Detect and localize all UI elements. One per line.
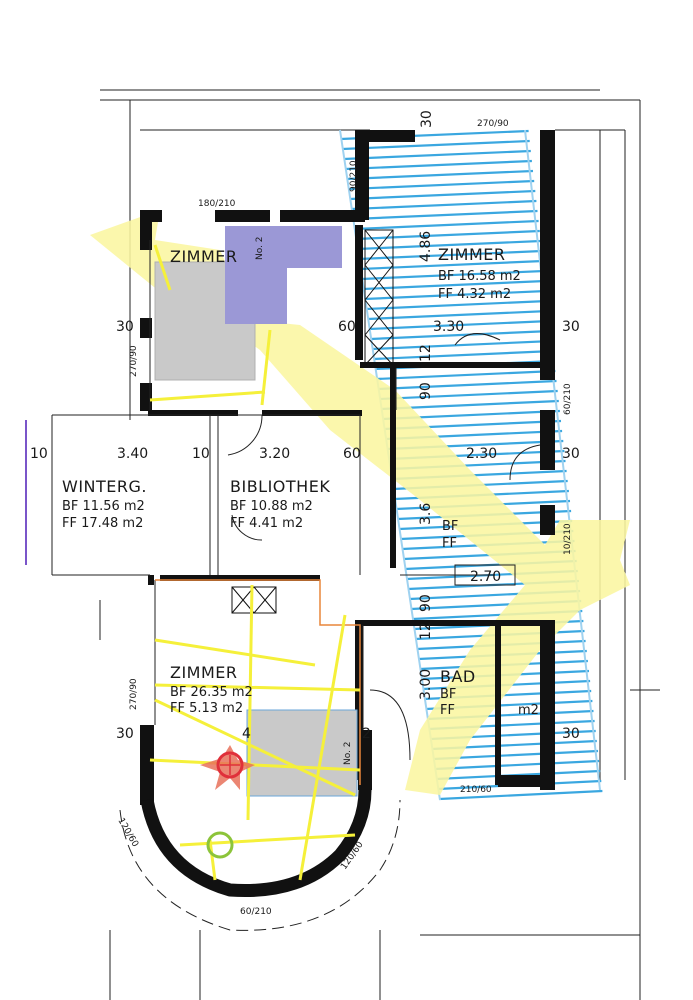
room-bibliothek-bf: BF 10.88 m2 — [230, 499, 313, 514]
hatch-line — [378, 379, 557, 391]
green-ring-marker — [206, 831, 234, 859]
hatch-line — [354, 219, 539, 231]
room-bibliothek-name: BIBLIOTHEK — [230, 477, 330, 496]
dim-left-30-b: 30 — [116, 726, 134, 742]
dim-left-30: 30 — [116, 319, 134, 335]
hatch-line — [348, 179, 535, 191]
room-bad-ff: FF — [440, 703, 455, 718]
dim-vert-90-210: 90/210 — [349, 160, 359, 192]
dim-door-180-210: 180/210 — [198, 199, 236, 209]
dim-left-270-90: 270/90 — [129, 345, 139, 377]
hatch-line — [342, 139, 530, 151]
room-bad-bf: BF — [440, 687, 456, 702]
hatch-line — [351, 199, 537, 211]
dim-v-36: 3.6 — [418, 503, 434, 525]
dim-top-30: 30 — [419, 110, 435, 128]
dim-width-330: 3.30 — [433, 319, 464, 335]
room-zimmer-ne-name: ZIMMER — [438, 245, 506, 264]
hatch-line — [352, 209, 538, 221]
hatch-line — [346, 169, 534, 181]
shaft-cross — [231, 229, 394, 614]
outer-frame-lines — [99, 89, 660, 1000]
dim-mid-60: 60 — [338, 319, 356, 335]
lower-block-label: No. 2 — [343, 741, 353, 765]
hatch-line — [364, 289, 547, 301]
walls — [140, 130, 555, 805]
dim-left-270-90-b: 270/90 — [129, 678, 139, 710]
interior-thin-lines — [51, 240, 541, 761]
hatch-line — [361, 269, 545, 281]
dim-320: 3.20 — [259, 446, 290, 462]
room-zimmer-nw-name: ZIMMER — [170, 247, 238, 266]
hatch-edge — [524, 129, 601, 791]
room-zimmer-sw-bf: BF 26.35 m2 — [170, 685, 253, 700]
upper-block-label: No. 2 — [255, 236, 265, 260]
dim-v-12-a: 12 — [418, 344, 434, 362]
hatch-line — [369, 319, 550, 331]
dim-right-30-c: 30 — [562, 726, 580, 742]
hatch-line — [357, 239, 541, 251]
hatch-line — [366, 299, 548, 311]
yellow-lines — [149, 244, 361, 881]
room-winterg-bf: BF 11.56 m2 — [62, 499, 145, 514]
dim-210-60: 210/60 — [460, 785, 492, 795]
dim-230: 2.30 — [466, 446, 497, 462]
dim-10-mid: 10 — [192, 446, 210, 462]
dim-zimmer-ne-486: 4.86 — [418, 231, 434, 262]
dim-v-300: 3.00 — [418, 669, 434, 700]
red-ring-marker — [216, 751, 244, 779]
dim-right-30-b: 30 — [562, 446, 580, 462]
purple-block-ext — [287, 226, 342, 268]
dim-2: 2 — [362, 726, 371, 742]
orange-room-outline — [155, 579, 361, 785]
hatch-line — [372, 339, 553, 351]
dim-v-90-a: 90 — [418, 382, 434, 400]
hatch-line — [433, 749, 599, 761]
hatch-line — [358, 249, 543, 261]
room-winterg-ff: FF 17.48 m2 — [62, 516, 143, 531]
hatch-line — [373, 349, 554, 361]
bay-outer-arc — [119, 799, 401, 931]
dim-60-210-bottom: 60/210 — [240, 907, 272, 917]
hatch-line — [345, 159, 532, 171]
dim-60-b: 60 — [343, 446, 361, 462]
hatch-line — [439, 789, 603, 801]
room-bad-ff-value: m2 — [518, 703, 539, 718]
hatch-line — [343, 149, 531, 161]
dim-340: 3.40 — [117, 446, 148, 462]
hatch-line — [355, 229, 540, 241]
dim-270: 2.70 — [470, 569, 501, 585]
hatch-line — [376, 369, 556, 381]
hatch-line — [349, 189, 536, 201]
room-small-bf: BF — [442, 519, 458, 534]
red-star-marker — [200, 745, 255, 790]
hatch-line — [370, 329, 551, 341]
dim-v-12-b: 12 — [418, 622, 434, 640]
room-zimmer-ne-bf: BF 16.58 m2 — [438, 269, 521, 284]
room-zimmer-sw-ff: FF 5.13 m2 — [170, 701, 243, 716]
dim-right-30-a: 30 — [562, 319, 580, 335]
purple-block — [225, 226, 287, 324]
room-bibliothek-ff: FF 4.41 m2 — [230, 516, 303, 531]
dim-v-90-b: 90 — [418, 594, 434, 612]
room-zimmer-sw-name: ZIMMER — [170, 663, 238, 682]
hatch-line — [367, 309, 549, 321]
hatch-line — [379, 389, 558, 401]
dim-120-60-left: 120/60 — [115, 817, 140, 850]
dim-4: 4 — [242, 726, 251, 742]
bay-wall — [140, 789, 372, 898]
room-winterg-name: WINTERG. — [62, 477, 147, 496]
hatch-line — [434, 759, 600, 771]
room-zimmer-ne-ff: FF 4.32 m2 — [438, 287, 511, 302]
dim-right-60-210: 60/210 — [563, 383, 573, 415]
dim-right-10-210: 10/210 — [563, 523, 573, 555]
dim-top-right-opening: 270/90 — [477, 119, 509, 129]
dim-10-left: 10 — [30, 446, 48, 462]
room-small-ff: FF — [442, 536, 457, 551]
room-bad-name: BAD — [440, 667, 476, 686]
